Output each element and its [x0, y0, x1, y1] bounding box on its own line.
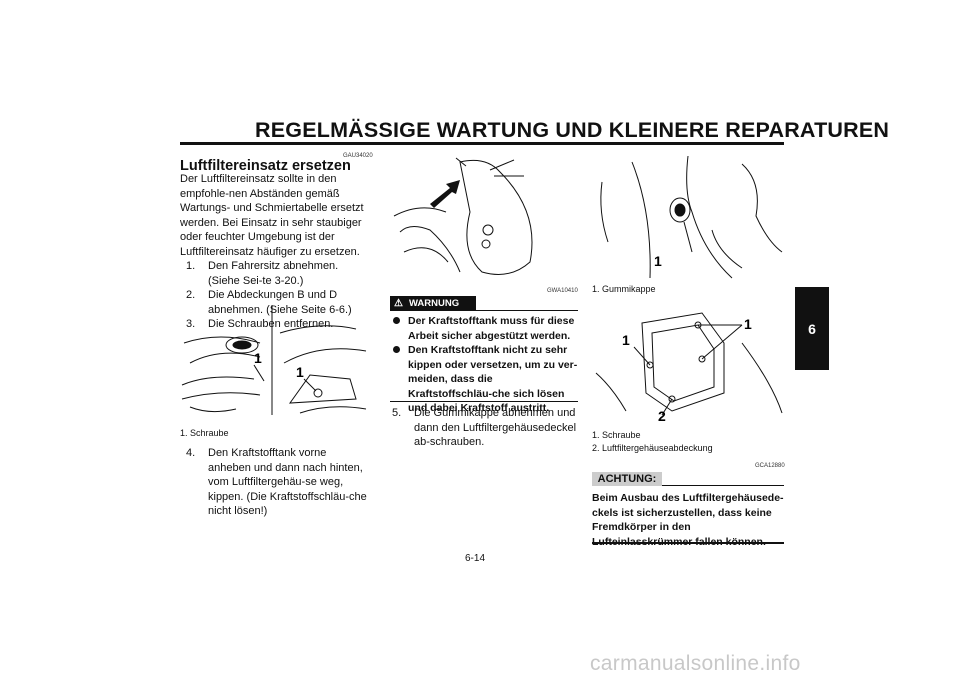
figure-4-callout-b: 1	[622, 332, 630, 348]
figure-2-illustration	[393, 157, 533, 275]
step-2: 2. Die Abdeckungen B und D abnehmen. (Si…	[186, 289, 352, 316]
warning-badge: ⚠ WARNUNG	[390, 296, 476, 311]
achtung-badge: ACHTUNG:	[592, 472, 662, 486]
bullet-dot-icon	[393, 346, 400, 353]
warning-triangle-icon: ⚠	[394, 298, 403, 309]
warning-bullet-2: Den Kraftstofftank nicht zu sehr kippen …	[390, 343, 578, 416]
section-intro-block: Der Luftfiltereinsatz sollte in den empf…	[180, 172, 370, 332]
figure-4-code: GCA12880	[755, 463, 785, 469]
watermark: carmanualsonline.info	[590, 652, 801, 675]
figure-4-illustration: 1 1 2	[595, 312, 783, 423]
step-5-block: 5. Die Gummikappe abnehmen und dann den …	[392, 406, 578, 450]
figure-1-callout-a: 1	[254, 350, 262, 366]
figure-4-captions: 1. Schraube 2. Luftfiltergehäuseabdeckun…	[592, 429, 713, 455]
figure-3-caption: 1. Gummikappe	[592, 284, 656, 294]
achtung-bottom-rule	[592, 542, 784, 544]
figure-4-caption-2: 2. Luftfiltergehäuseabdeckung	[592, 443, 713, 453]
figure-1-caption: 1. Schraube	[180, 428, 229, 438]
achtung-text: Beim Ausbau des Luftfiltergehäusede-ckel…	[592, 492, 784, 548]
bullet-dot-icon	[393, 317, 400, 324]
warning-header-rule	[476, 310, 578, 311]
figure-3-callout: 1	[654, 253, 662, 269]
section-intro: Der Luftfiltereinsatz sollte in den empf…	[180, 173, 364, 258]
figure-4-caption-1: 1. Schraube	[592, 430, 641, 440]
figure-1-callout-b: 1	[296, 364, 304, 380]
figure-2-code: GWA10410	[547, 288, 578, 294]
chapter-tab: 6	[795, 287, 829, 370]
step-3: 3. Die Schrauben entfernen.	[186, 318, 334, 330]
figure-3-illustration: 1	[600, 155, 783, 279]
section-code: GAU34020	[343, 153, 373, 159]
figure-4-callout-c: 2	[658, 408, 666, 423]
step-1: 1. Den Fahrersitz abnehmen. (Siehe Sei-t…	[186, 260, 339, 287]
header-rule	[180, 142, 784, 145]
step-5: 5. Die Gummikappe abnehmen und dann den …	[392, 407, 577, 448]
direction-arrow-icon	[430, 180, 460, 208]
warning-bullet-1: Der Kraftstofftank muss für diese Arbeit…	[390, 314, 578, 343]
figure-4-callout-a: 1	[744, 316, 752, 332]
step-4: 4. Den Kraftstofftank vorne anheben und …	[186, 447, 367, 517]
achtung-header-rule	[662, 485, 784, 486]
warning-bottom-rule	[390, 401, 578, 402]
step-4-block: 4. Den Kraftstofftank vorne anheben und …	[186, 446, 370, 519]
figure-1-illustration: 1 1	[181, 305, 367, 415]
warning-label: WARNUNG	[408, 298, 460, 309]
page-header-title: REGELMÄSSIGE WARTUNG UND KLEINERE REPARA…	[255, 118, 890, 142]
section-title: Luftfiltereinsatz ersetzen	[180, 158, 351, 174]
page-number: 6-14	[465, 553, 486, 564]
warning-content: Der Kraftstofftank muss für diese Arbeit…	[390, 314, 578, 416]
